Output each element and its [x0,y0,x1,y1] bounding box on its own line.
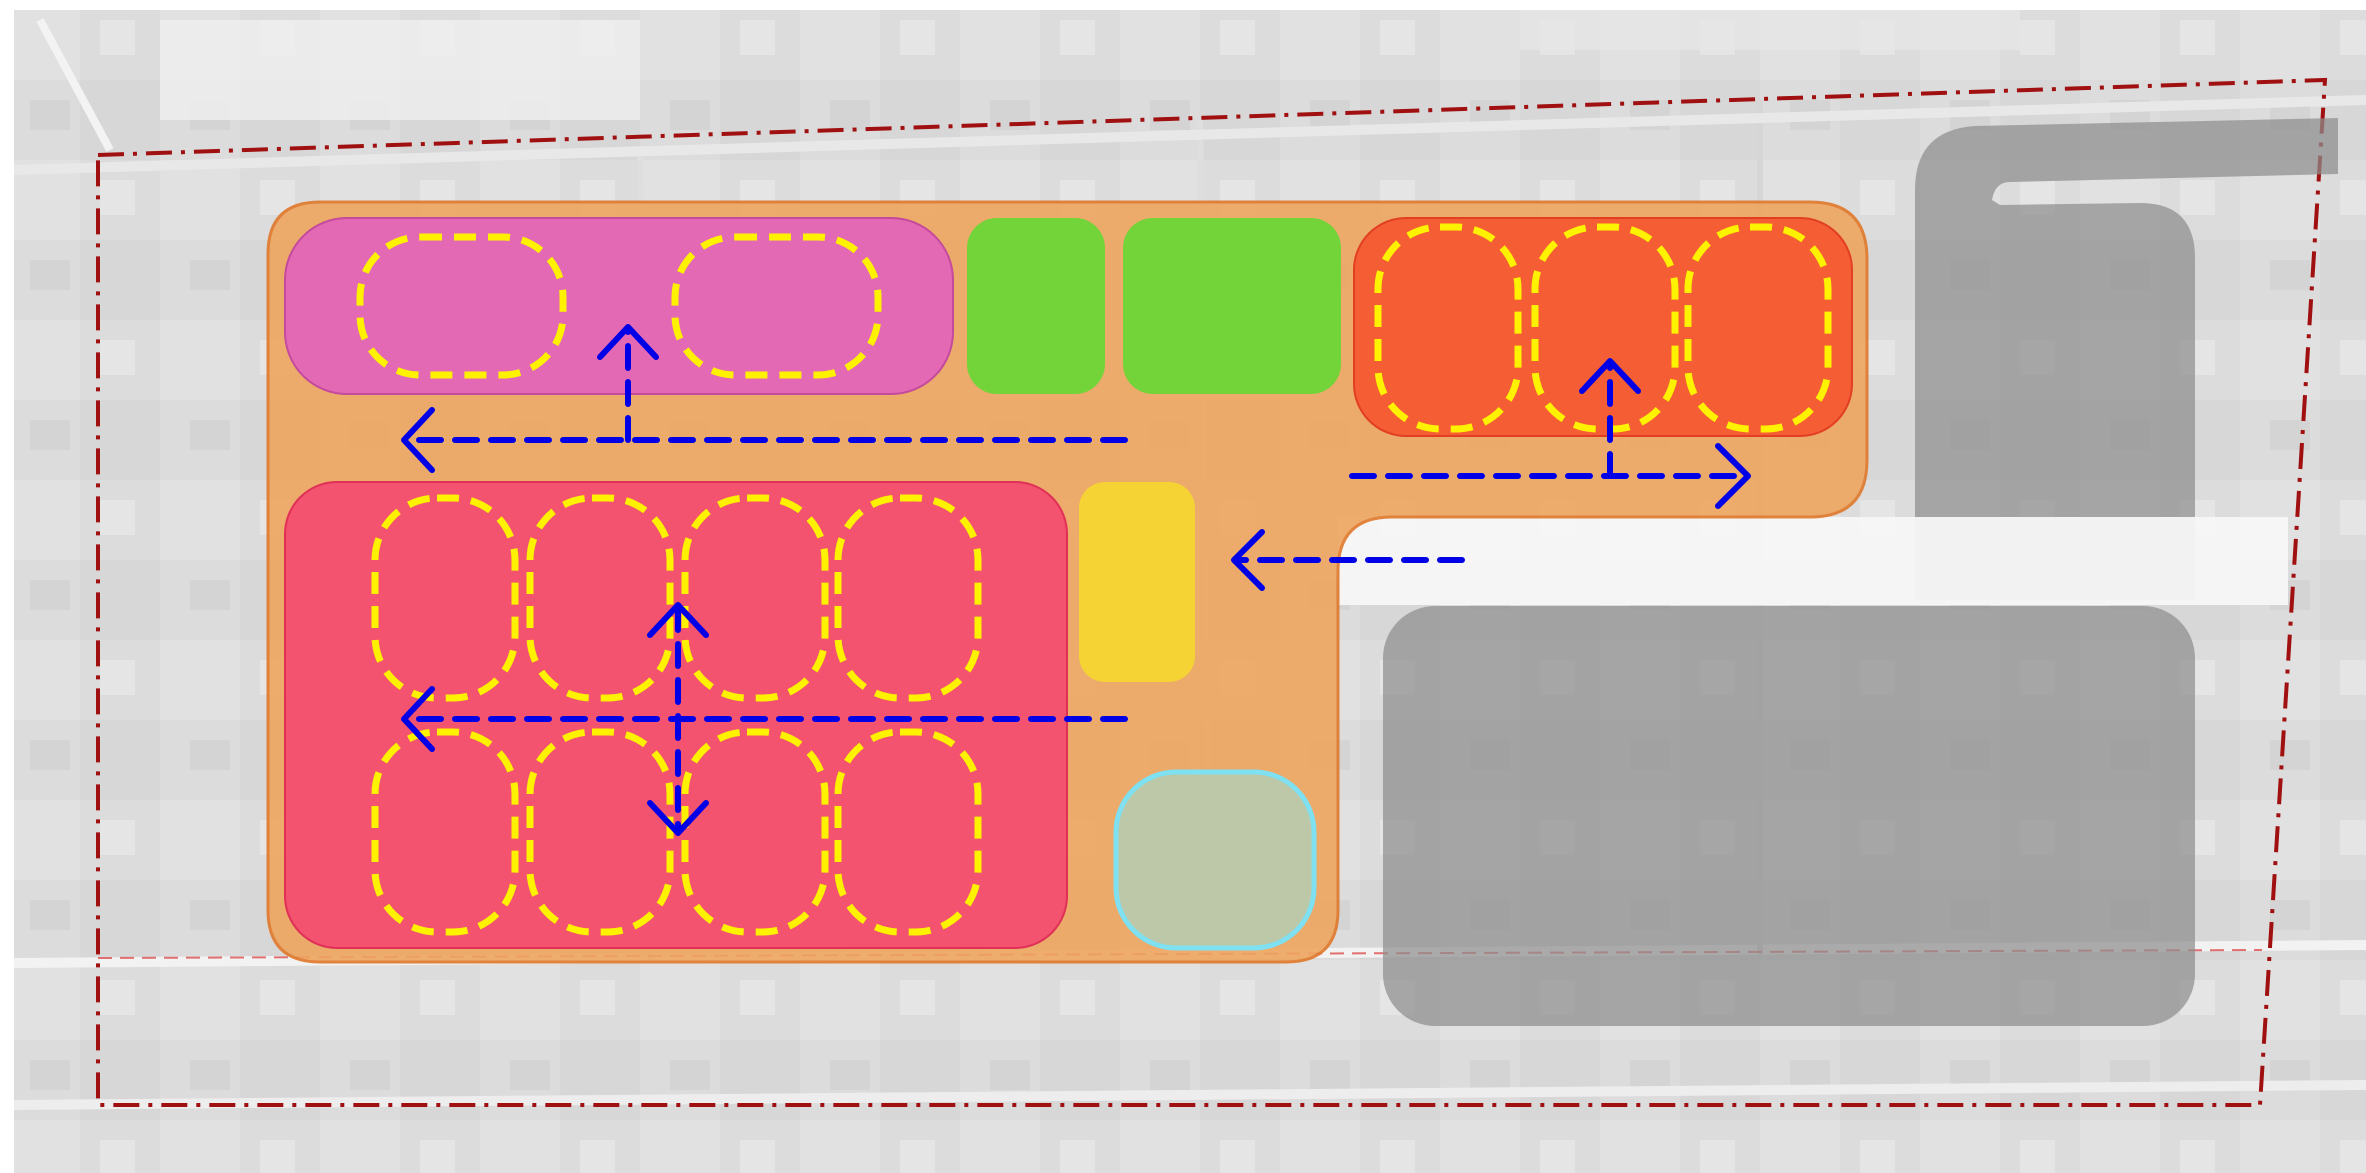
unit-outline [1374,223,1522,433]
zone-red-orange [1353,217,1853,437]
unit-outline [356,233,567,379]
unit-outline [681,728,829,936]
unit-outline [371,728,519,936]
unit-outline [671,233,882,379]
unit-outline [1684,223,1832,433]
site-boundary [96,77,2328,1107]
existing-building-north [1915,118,2338,600]
unit-outline [834,494,982,702]
existing-buildings [1338,118,2338,1026]
unit-outline [371,494,519,702]
unit-outline [526,728,674,936]
dashed-units [356,223,1832,936]
access-road [1338,517,2288,605]
arrow-icon [401,686,435,752]
unit-outline [834,728,982,936]
flow-arrows [401,324,1751,836]
arrow-icon [1579,358,1641,394]
unit-outline [1531,223,1679,433]
arrow-icon [401,407,435,473]
existing-building-south [1383,606,2195,1026]
zone-pale-green [1113,769,1317,951]
unit-outline [681,494,829,702]
zone-yellow [1079,482,1195,682]
arrow-icon [1231,529,1265,591]
zone-magenta [284,217,954,395]
arrow-icon [647,800,709,836]
arrow-icon [647,602,709,638]
arrow-icon [1715,443,1751,509]
unit-outline [526,494,674,702]
zone-green-small [967,218,1105,394]
zone-green-large [1123,218,1341,394]
arrow-icon [597,324,659,360]
